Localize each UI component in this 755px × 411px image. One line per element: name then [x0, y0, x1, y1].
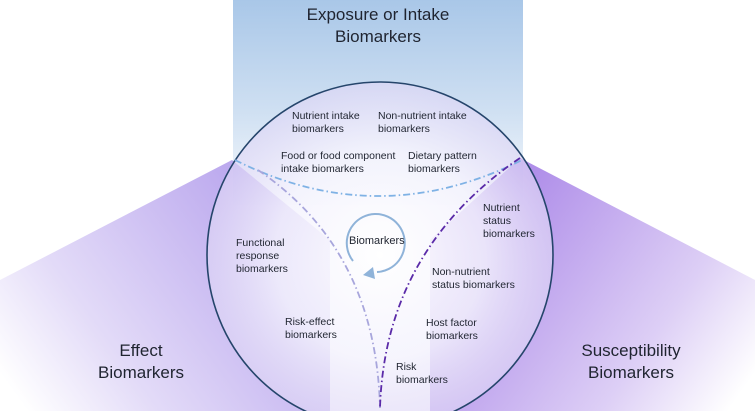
label-functional-response: Functional response biomarkers — [236, 237, 288, 275]
divider-effect — [257, 169, 381, 409]
center-label: Biomarkers — [349, 235, 405, 247]
exposure-category-title: Exposure or Intake Biomarkers — [306, 5, 450, 46]
label-food-component-intake: Food or food component intake biomarkers — [281, 150, 396, 175]
label-risk: Risk biomarkers — [396, 361, 448, 386]
label-non-nutrient-status: Non-nutrient status biomarkers — [432, 266, 515, 291]
label-risk-effect: Risk-effect biomarkers — [285, 316, 337, 341]
label-non-nutrient-intake: Non-nutrient intake biomarkers — [378, 110, 467, 135]
cycle-arrow — [345, 213, 406, 273]
label-nutrient-intake: Nutrient intake biomarkers — [292, 110, 360, 135]
effect-category-title: Effect Biomarkers — [98, 341, 184, 382]
susceptibility-category-title: Susceptibility Biomarkers — [581, 341, 681, 382]
label-dietary-pattern: Dietary pattern biomarkers — [408, 150, 477, 175]
divider-susceptibility — [379, 157, 521, 409]
label-nutrient-status: Nutrient status biomarkers — [483, 202, 535, 240]
cycle-arrowhead — [363, 267, 375, 279]
label-host-factor: Host factor biomarkers — [426, 317, 478, 342]
divider-exposure — [234, 159, 523, 197]
main-circle — [206, 81, 554, 411]
